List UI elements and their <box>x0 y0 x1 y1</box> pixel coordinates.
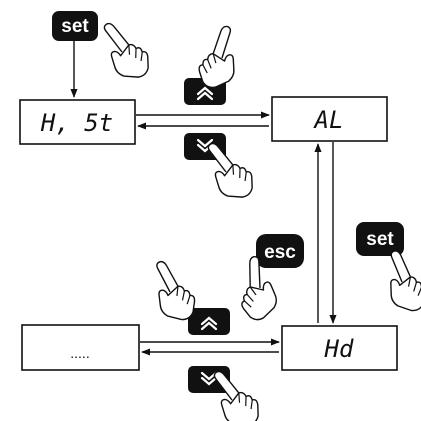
display-hist: H, 5t <box>20 100 135 144</box>
esc-key-label: esc <box>264 242 296 263</box>
pointing-hand-icon <box>91 22 158 83</box>
display-al-label: AL <box>313 106 344 134</box>
pointing-hand-icon <box>369 249 421 317</box>
up-key-bottom[interactable] <box>188 308 230 335</box>
display-blank: ..... <box>22 325 139 370</box>
display-blank-label: ..... <box>70 345 89 361</box>
set-key-right-label: set <box>366 229 394 250</box>
esc-key[interactable]: esc <box>256 234 304 268</box>
set-key-top-label: set <box>61 16 89 37</box>
display-hist-label: H, 5t <box>40 109 113 137</box>
display-al: AL <box>272 97 387 141</box>
display-hd-label: Hd <box>324 335 354 363</box>
set-key-top[interactable]: set <box>52 11 98 41</box>
display-hd: Hd <box>282 326 397 370</box>
